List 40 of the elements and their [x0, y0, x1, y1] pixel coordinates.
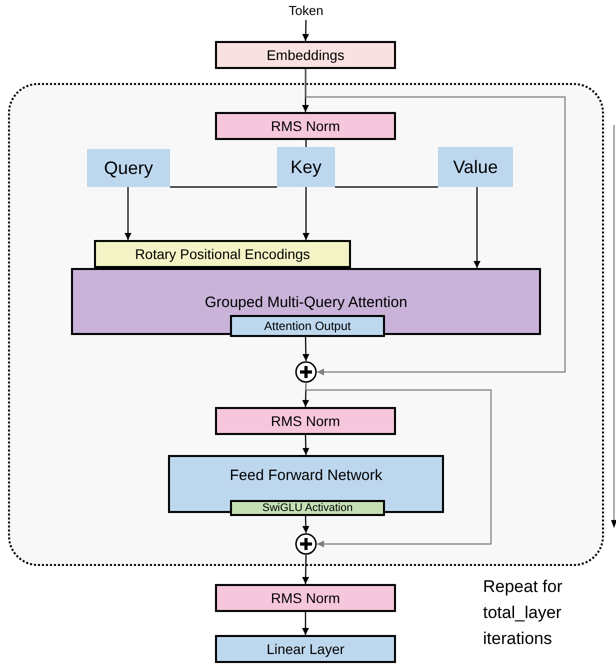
- linear-box: [215, 635, 396, 663]
- box-label: Rotary Positional Encodings: [134, 244, 310, 264]
- arrow: [302, 69, 309, 112]
- box-label: SwiGLU Activation: [262, 502, 353, 514]
- repeat-note: Repeat for total_layer iterations: [483, 576, 564, 650]
- norm-box: [215, 112, 396, 140]
- arrow: [302, 187, 310, 240]
- value-box: [438, 147, 513, 187]
- arrow: [124, 187, 132, 240]
- box-label: RMS Norm: [270, 116, 340, 136]
- attention-box: [71, 268, 541, 335]
- box-label: Token: [288, 2, 324, 20]
- box-label: RMS Norm: [270, 588, 340, 608]
- box-label: RMS Norm: [270, 412, 340, 430]
- box-label: Attention Output: [264, 318, 351, 335]
- box-label: Linear Layer: [266, 640, 344, 659]
- arrow: [474, 187, 480, 268]
- key-box: [277, 147, 335, 187]
- box-label: Grouped Multi-Query Attention: [204, 293, 408, 313]
- norm-box: [215, 584, 396, 612]
- arrow: [302, 20, 310, 42]
- arrow: [302, 514, 310, 534]
- arrow: [302, 434, 310, 456]
- box-label: Query: [104, 156, 154, 180]
- norm-box: [215, 407, 396, 435]
- encoding-box: [94, 240, 351, 268]
- arrow: [302, 554, 310, 584]
- box-label: Embeddings: [266, 46, 344, 65]
- feed-forward-box: [168, 455, 444, 513]
- arrow: [302, 334, 310, 362]
- query-box: [87, 149, 170, 187]
- output-box: [230, 315, 385, 337]
- arrow: [305, 383, 492, 548]
- arrow: [305, 69, 566, 376]
- box-label: Feed Forward Network: [230, 466, 382, 486]
- activation-box: [230, 500, 385, 516]
- embedding-box: [215, 41, 396, 69]
- box-label: Value: [453, 156, 498, 178]
- box-label: Key: [290, 156, 322, 179]
- arrow: [302, 612, 309, 635]
